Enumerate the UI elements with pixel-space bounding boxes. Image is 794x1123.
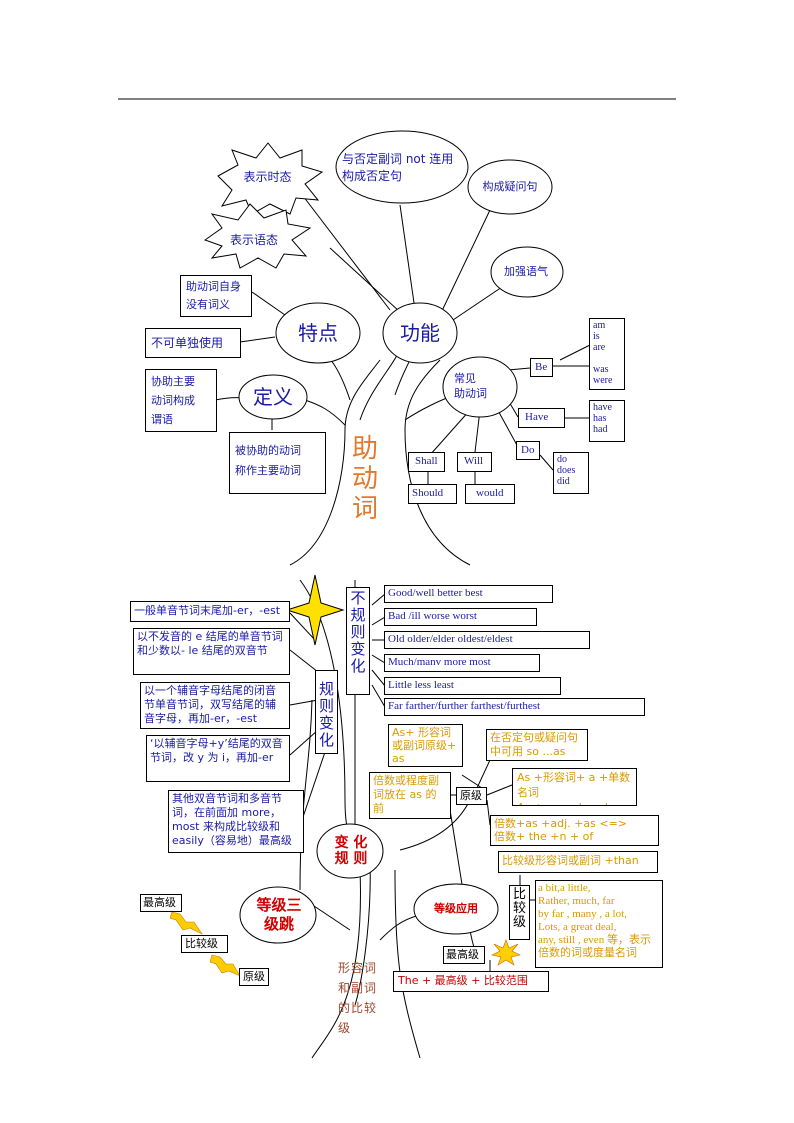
irregular-row-4: Much/manv more most bbox=[384, 654, 540, 672]
grade-apply-bubble bbox=[413, 883, 499, 935]
negation-bubble bbox=[335, 130, 469, 204]
common-text: 常见 助动词 bbox=[454, 371, 487, 400]
positive-degree-adv: 倍数或程度副词放在 as 的前 bbox=[369, 772, 451, 819]
emphasis-text: 加强语气 bbox=[504, 265, 548, 279]
regular-rule-5: 其他双音节词和多音节词，在前面加 more，most 来构成比较级和 easil… bbox=[168, 790, 304, 853]
positive-times: 倍数+as +adj. +as <=> 倍数+ the +n + of bbox=[490, 815, 659, 846]
sun-icon bbox=[491, 939, 521, 966]
will-box: Will bbox=[457, 452, 492, 472]
definition-text: 定义 bbox=[253, 385, 293, 409]
change-rule-bubble bbox=[316, 823, 384, 879]
regular-label: 规则变化 bbox=[315, 670, 338, 754]
three-levels-bubble bbox=[239, 886, 317, 944]
change-rule-text: 变 化 规 则 bbox=[334, 835, 368, 867]
irregular-row-1: Good/well better best bbox=[384, 585, 553, 603]
comparative-label: 比较级 bbox=[509, 885, 530, 940]
superlative-label: 最高级 bbox=[443, 946, 485, 964]
tense-bubble: 表示时态 bbox=[243, 170, 292, 185]
help-main-box: 协助主要 动词构成 谓语 bbox=[145, 369, 217, 432]
functions-text: 功能 bbox=[400, 321, 440, 345]
ladder-positive: 原级 bbox=[239, 968, 269, 986]
star-icon bbox=[285, 574, 345, 646]
common-bubble bbox=[442, 356, 518, 418]
regular-rule-2: 以不发音的 e 结尾的单音节词和少数以- le 结尾的双音节 bbox=[133, 628, 290, 675]
regular-rule-1: 一般单音节词末尾加-er，-est bbox=[130, 601, 290, 622]
irregular-row-6: Far farther/further farthest/furthest bbox=[384, 698, 645, 716]
definition-bubble bbox=[238, 374, 308, 420]
be-box: Be bbox=[530, 358, 553, 377]
shall-box: Shall bbox=[408, 452, 445, 472]
positive-label: 原级 bbox=[456, 787, 487, 805]
helped-box: 被协助的动词 称作主要动词 bbox=[229, 432, 326, 494]
positive-as-adj: As+ 形容词或副词原级+ as bbox=[388, 724, 463, 767]
irregular-label: 不规则变化 bbox=[346, 587, 370, 695]
do-box: Do bbox=[516, 441, 540, 460]
irregular-row-3: Old older/elder oldest/eldest bbox=[384, 631, 590, 649]
have-box: Have bbox=[518, 408, 565, 428]
question-bubble bbox=[467, 159, 553, 215]
regular-rule-3: 以一个辅音字母结尾的闭音节单音节词，双写结尾的辅音字母，再加-er，-est bbox=[140, 682, 290, 729]
lightning-icon-2 bbox=[209, 954, 241, 977]
have-forms-box: have has had bbox=[589, 400, 625, 442]
question-text: 构成疑问句 bbox=[482, 180, 538, 194]
no-meaning-box: 助动词自身 没有词义 bbox=[180, 275, 252, 317]
not-alone-box: 不可单独使用 bbox=[145, 328, 241, 358]
do-forms-box: do does did bbox=[553, 452, 589, 494]
negation-text: 与否定副词 not 连用构成否定句 bbox=[342, 152, 454, 183]
superlative-pattern: The + 最高级 + 比较范围 bbox=[393, 971, 549, 992]
voice-bubble: 表示语态 bbox=[229, 233, 278, 248]
would-box: would bbox=[465, 484, 515, 504]
grade-apply-text: 等级应用 bbox=[434, 902, 478, 916]
ladder-comparative: 比较级 bbox=[181, 935, 228, 953]
should-box: Should bbox=[408, 484, 457, 504]
emphasis-bubble bbox=[490, 246, 564, 298]
features-text: 特点 bbox=[298, 321, 338, 345]
comparative-modifiers: a bit,a little, Rather, much, far by far… bbox=[535, 880, 663, 968]
regular-rule-4: ‘以辅音字母+y’结尾的双音节词，改 y 为 i，再加-er bbox=[146, 735, 290, 782]
irregular-row-2: Bad /ill worse worst bbox=[384, 608, 537, 626]
irregular-row-5: Little less least bbox=[384, 677, 561, 695]
trunk-caption: 形容词 和副词 的比较 级 bbox=[338, 961, 378, 1035]
voice-burst bbox=[203, 203, 312, 269]
center-title: 助动词 bbox=[351, 434, 378, 524]
tense-burst bbox=[217, 142, 324, 215]
be-forms-box: am is are was were bbox=[589, 318, 625, 390]
positive-neg-question: 在否定句或疑问句中可用 so ...as bbox=[486, 729, 588, 761]
functions-bubble bbox=[382, 302, 458, 364]
features-bubble bbox=[275, 302, 361, 364]
ladder-superlative: 最高级 bbox=[140, 894, 182, 912]
comparative-than: 比较级形容词或副词 +than bbox=[498, 851, 658, 873]
three-levels-text: 等级三 级跳 bbox=[256, 896, 302, 933]
positive-as-noun: As +形容词+ a +单数名词 As + many/much +名词 bbox=[512, 768, 637, 806]
lightning-icon-1 bbox=[169, 911, 203, 935]
